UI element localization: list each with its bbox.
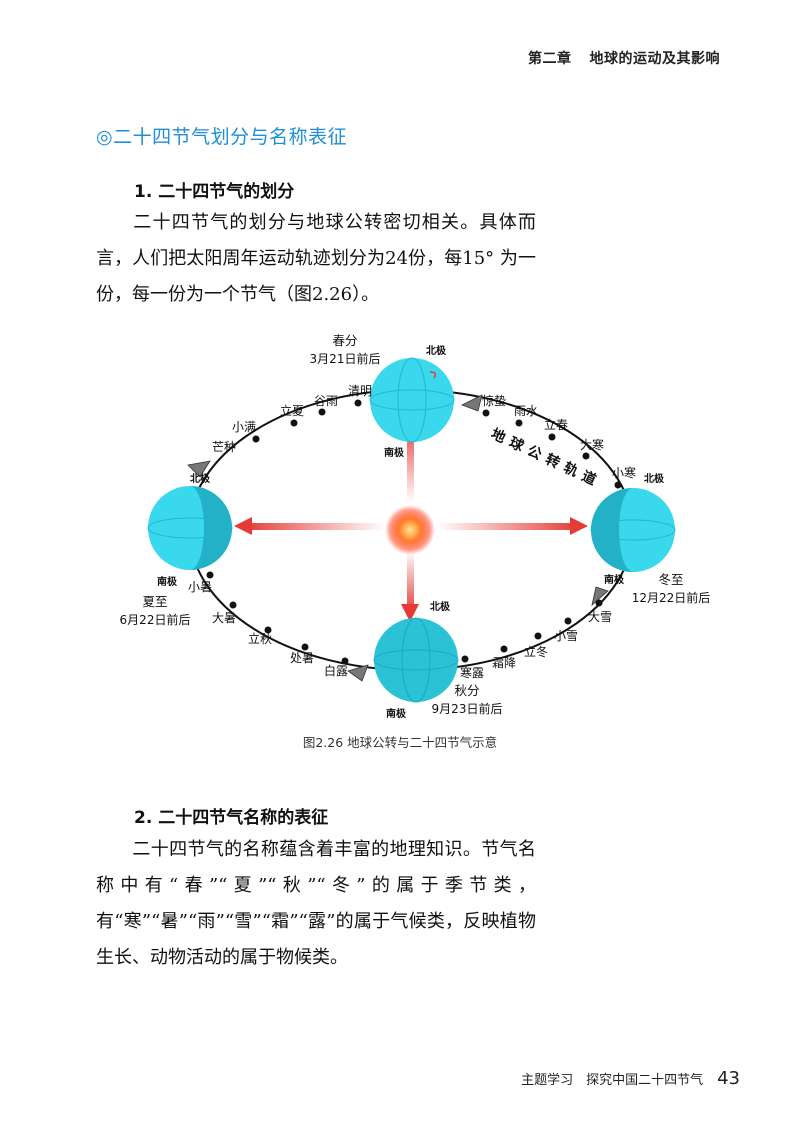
- south-pole-label: 南极: [386, 707, 407, 720]
- paragraph-2: 二十四节气的名称蕴含着丰富的地理知识。节气名称中有“春”“夏”“秋”“冬”的属于…: [96, 832, 536, 976]
- term-shuangjiang: 霜降: [492, 656, 516, 670]
- term-liqiu: 立秋: [248, 631, 272, 646]
- south-pole-label: 南极: [604, 573, 625, 586]
- spring-equinox-label: 春分: [332, 333, 357, 348]
- north-pole-label: 北极: [644, 472, 665, 485]
- paragraph-1-text: 二十四节气的划分与地球公转密切相关。具体而言，人们把太阳周年运动轨迹划分为24份…: [96, 212, 536, 305]
- earth-orbit-figure: 春分 3月21日前后 夏至 6月22日前后 秋分 9月23日前后 冬至 12月2…: [120, 333, 711, 720]
- term-daxue: 大雪: [588, 610, 612, 624]
- globe-winter: [590, 488, 676, 572]
- term-dahan: 大寒: [580, 437, 604, 452]
- term-lidong: 立冬: [524, 644, 548, 659]
- term-qingming: 清明: [348, 384, 372, 398]
- running-header: 第二章 地球的运动及其影响: [528, 48, 720, 68]
- summer-solstice-date: 6月22日前后: [120, 612, 191, 627]
- sun-icon: [385, 505, 435, 555]
- term-xiaoshu: 小暑: [188, 580, 212, 594]
- chapter-number: 第二章: [528, 51, 572, 67]
- paragraph-2-text: 二十四节气的名称蕴含着丰富的地理知识。节气名称中有“春”“夏”“秋”“冬”的属于…: [96, 839, 536, 968]
- page-number: 43: [717, 1068, 740, 1089]
- globe-autumn: [373, 617, 459, 703]
- term-dashu: 大暑: [212, 611, 236, 625]
- north-pole-label: 北极: [190, 472, 211, 485]
- term-xiaohan: 小寒: [612, 465, 636, 480]
- term-xiaoxue: 小雪: [554, 629, 578, 643]
- sun-with-rays: [234, 411, 588, 622]
- figure-caption: 图2.26 地球公转与二十四节气示意: [302, 735, 498, 750]
- running-footer: 主题学习 探究中国二十四节气 43: [521, 1068, 740, 1089]
- paragraph-1: 二十四节气的划分与地球公转密切相关。具体而言，人们把太阳周年运动轨迹划分为24份…: [96, 205, 536, 313]
- subsection-title-1: 1. 二十四节气的划分: [134, 182, 295, 202]
- term-dots: [206, 399, 622, 665]
- autumn-equinox-date: 9月23日前后: [432, 701, 503, 716]
- south-pole-label: 南极: [157, 575, 178, 588]
- section-title: ◎二十四节气划分与名称表征: [96, 126, 348, 148]
- globe-summer: [147, 486, 233, 570]
- term-jingzhe: 惊蛰: [482, 393, 506, 408]
- term-yushui: 雨水: [514, 404, 538, 418]
- north-pole-label: 北极: [426, 344, 447, 357]
- term-lichun: 立春: [544, 417, 568, 432]
- term-mangzhong: 芒种: [212, 439, 236, 454]
- term-lixia: 立夏: [280, 403, 304, 418]
- winter-solstice-date: 12月22日前后: [632, 590, 711, 605]
- orbit-arrow-icon: [591, 586, 609, 607]
- spring-equinox-date: 3月21日前后: [310, 351, 381, 366]
- orbit-arrow-icon: [347, 664, 369, 682]
- orbit-arrow-icon: [187, 460, 211, 478]
- term-xiaoman: 小满: [232, 420, 256, 434]
- subsection-title-2: 2. 二十四节气名称的表征: [134, 808, 329, 828]
- autumn-equinox-label: 秋分: [454, 683, 479, 698]
- orbit-arrow-icon: [461, 394, 483, 412]
- footer-text: 主题学习 探究中国二十四节气: [521, 1073, 704, 1088]
- term-chushu: 处暑: [290, 651, 314, 665]
- term-guyu: 谷雨: [314, 394, 338, 408]
- winter-solstice-label: 冬至: [658, 572, 683, 587]
- globe-spring: [369, 357, 455, 443]
- summer-solstice-label: 夏至: [142, 594, 167, 609]
- term-hanlu: 寒露: [460, 665, 484, 680]
- term-bailu: 白露: [324, 663, 348, 678]
- north-pole-label: 北极: [430, 600, 451, 613]
- south-pole-label: 南极: [384, 446, 405, 459]
- chapter-title: 地球的运动及其影响: [589, 51, 720, 67]
